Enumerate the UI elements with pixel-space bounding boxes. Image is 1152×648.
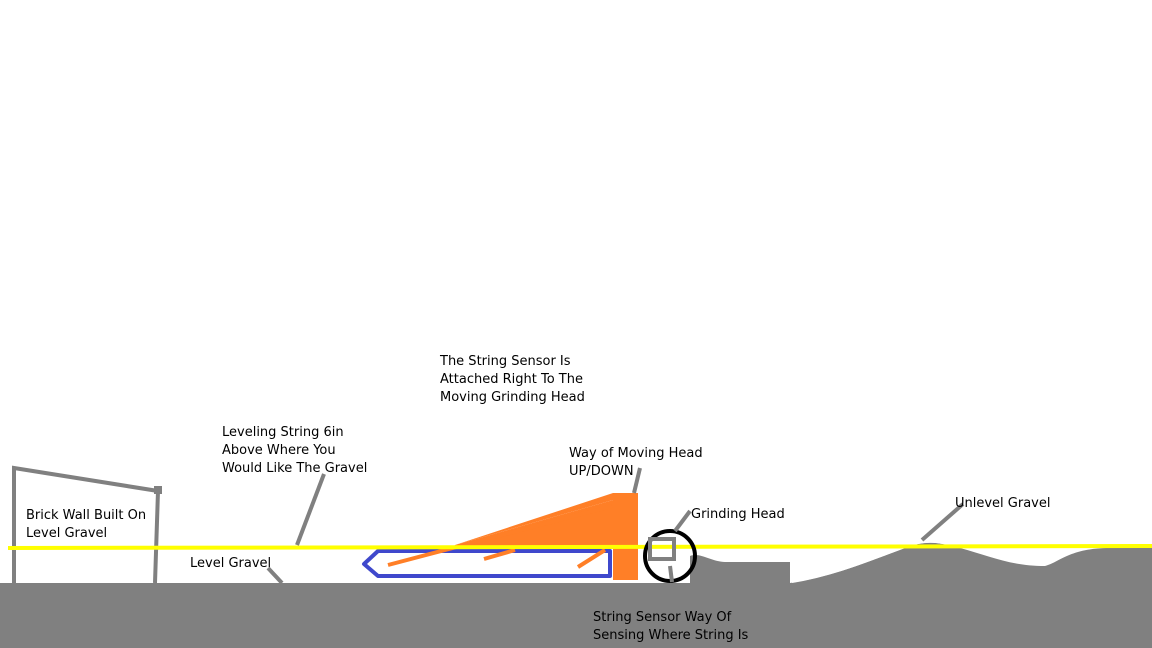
sensor-link-line-3: [576, 548, 607, 569]
leader-leveling-string: [295, 473, 326, 546]
leader-grinding-head: [673, 509, 692, 533]
unlevel-gravel-mound: [690, 555, 790, 583]
grinder-body: [455, 493, 638, 580]
string-sensor-loop: [362, 549, 612, 578]
label-string-sensor-attached: The String Sensor Is Attached Right To T…: [440, 354, 585, 405]
label-grinding-head: Grinding Head: [691, 507, 785, 522]
label-leveling-string: Leveling String 6in Above Where You Woul…: [222, 425, 368, 476]
leader-unlevel-gravel: [920, 502, 965, 542]
string-sensor-box: [648, 537, 676, 561]
brick-wall-cap: [154, 486, 162, 494]
brick-wall-outline: [12, 465, 161, 584]
label-level-gravel: Level Gravel: [190, 556, 272, 571]
unlevel-gravel-mound-2: [790, 542, 1152, 583]
level-gravel-ground: [0, 583, 1152, 648]
sensor-link-line-2: [483, 548, 516, 561]
leader-moving-head: [632, 467, 642, 494]
leader-string-sensor: [668, 565, 674, 583]
label-unlevel-gravel: Unlevel Gravel: [955, 496, 1051, 511]
leveling-string-line: [7, 544, 1152, 550]
sensor-link-line-1: [387, 504, 613, 567]
label-brick-wall: Brick Wall Built On Level Gravel: [26, 508, 147, 541]
leader-level-gravel: [266, 566, 284, 585]
unlevel-gravel-outline: [791, 540, 961, 583]
label-string-sensor-way: String Sensor Way Of Sensing Where Strin…: [593, 610, 749, 643]
label-moving-head: Way of Moving Head UP/DOWN: [569, 446, 703, 479]
